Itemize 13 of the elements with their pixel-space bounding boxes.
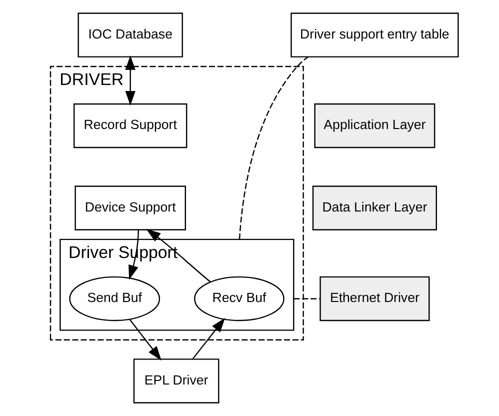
node-box: Device Support: [74, 186, 186, 230]
node-box: Driver support entry table: [290, 12, 459, 58]
node-box: Ethernet Driver: [320, 276, 430, 322]
node-box: Data Linker Layer: [312, 186, 437, 230]
node-ellipse: Recv Buf: [194, 276, 284, 322]
connector: [294, 298, 320, 300]
node-ellipse: Send Buf: [69, 276, 160, 322]
node-box: Record Support: [74, 103, 188, 148]
node-box: IOC Database: [78, 12, 183, 58]
arrow: [125, 55, 136, 106]
node-box: Application Layer: [314, 103, 436, 148]
node-box: EPL Driver: [133, 358, 220, 404]
arrow: [192, 318, 226, 360]
